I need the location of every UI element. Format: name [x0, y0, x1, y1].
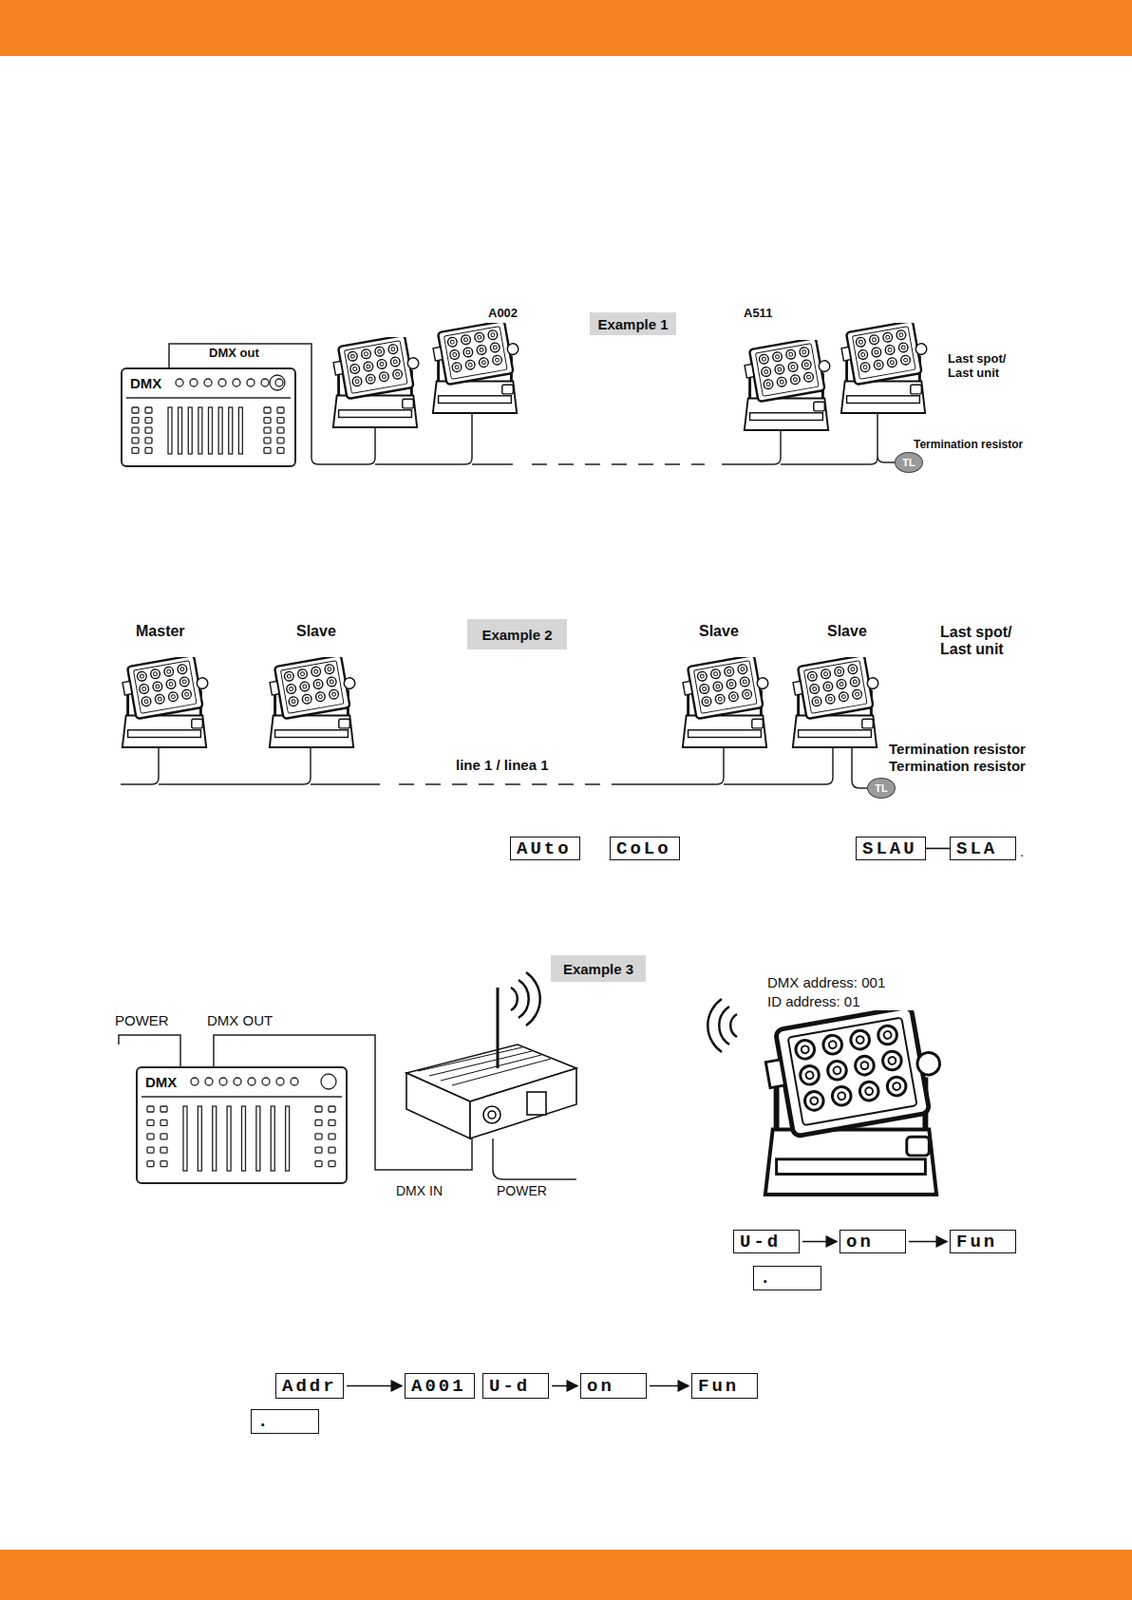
arrow-connector	[649, 1385, 689, 1388]
node-text: Example 1	[597, 316, 668, 333]
dmx-console: DMX	[135, 1066, 348, 1185]
led-display: CoLo	[609, 836, 680, 861]
example-tag: Example 1	[589, 312, 677, 336]
node-text: .	[759, 1267, 774, 1289]
terminator-symbol: TL	[894, 452, 924, 473]
line-label: line 1 / linea 1	[455, 756, 549, 774]
led-display: on	[580, 1373, 647, 1399]
led-display: Addr	[275, 1373, 344, 1399]
led-display: SLAU	[855, 836, 926, 861]
arrow-connector	[908, 1241, 947, 1244]
node-text: DMX	[145, 1074, 177, 1091]
arrow-connector	[925, 848, 950, 850]
node-text: TL	[902, 456, 915, 469]
node-text: .	[257, 1411, 271, 1433]
address-note: DMX address: 001	[767, 974, 886, 991]
unit-label: Last spot/ Last unit	[947, 352, 1034, 381]
period-mark: .	[1019, 843, 1024, 860]
address-note: ID address: 01	[767, 993, 861, 1010]
led-display: A001	[404, 1373, 475, 1399]
led-display: .	[753, 1265, 822, 1291]
dmx-console: DMX	[120, 367, 297, 468]
terminator-symbol: TL	[867, 777, 896, 799]
port-label: DMX OUT	[207, 1012, 273, 1029]
led-display: U-d	[733, 1229, 800, 1254]
node-text: Fun	[956, 1231, 998, 1253]
terminator-label: Termination resistor	[888, 757, 1026, 774]
arrow-connector	[551, 1385, 578, 1388]
node-text: SLAU	[862, 838, 918, 860]
role-label: Slave	[827, 622, 868, 641]
led-display: SLA	[949, 836, 1017, 861]
node-text: on	[586, 1376, 615, 1397]
led-display: on	[839, 1229, 906, 1254]
node-text: on	[846, 1231, 874, 1253]
address-label: A511	[743, 305, 773, 321]
node-text: AUto	[516, 838, 572, 860]
port-label: POWER	[114, 1012, 170, 1029]
node-text: Example 2	[481, 626, 552, 643]
address-label: A002	[488, 305, 518, 321]
led-display: AUto	[509, 836, 581, 861]
node-text: Addr	[282, 1376, 338, 1397]
node-text: U-d	[489, 1376, 530, 1397]
node-text: DMX	[130, 375, 162, 392]
arrow-connector	[802, 1241, 837, 1244]
node-text: Fun	[698, 1376, 739, 1397]
terminator-label: Termination resistor	[913, 437, 1023, 452]
led-display: Fun	[949, 1229, 1017, 1254]
port-label: POWER	[496, 1183, 548, 1199]
led-display: U-d	[482, 1373, 549, 1399]
terminator-label: Termination resistor	[888, 740, 1026, 757]
node-text: Example 3	[563, 961, 634, 978]
example-tag: Example 3	[550, 955, 646, 982]
port-label: DMX IN	[396, 1183, 443, 1199]
cable-label: DMX out	[208, 345, 260, 360]
node-text: A001	[411, 1376, 467, 1397]
node-text: CoLo	[616, 838, 672, 860]
role-label: Master	[135, 622, 186, 641]
role-label: Slave	[296, 622, 337, 641]
node-text: TL	[874, 782, 887, 794]
led-display: Fun	[691, 1373, 758, 1399]
node-text: SLA	[956, 838, 998, 860]
arrow-connector	[346, 1385, 402, 1388]
node-text: U-d	[739, 1231, 781, 1253]
example-tag: Example 2	[467, 619, 567, 650]
led-display: .	[250, 1409, 320, 1434]
unit-label: Last spot/ Last unit	[940, 623, 1036, 660]
role-label: Slave	[698, 622, 739, 641]
